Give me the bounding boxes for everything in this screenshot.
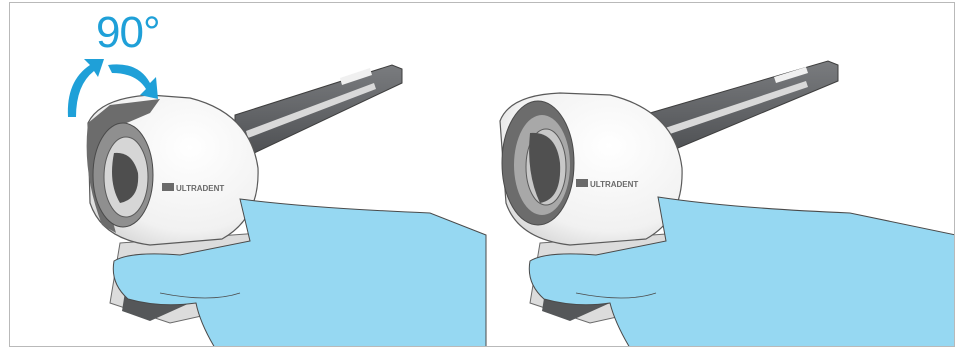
right-device-illustration: ULTRADENT xyxy=(500,61,955,347)
illustration-frame: 90° xyxy=(9,2,955,347)
rotate-arrow-icon xyxy=(68,59,104,117)
left-device-illustration: ULTRADENT xyxy=(68,59,486,347)
rotate-arrow-icon xyxy=(108,64,158,99)
illustration-svg: ULTRADENT ULTRADENT xyxy=(10,3,955,347)
left-brand-logo-icon xyxy=(162,183,174,191)
right-brand-text: ULTRADENT xyxy=(590,180,638,189)
left-brand-text: ULTRADENT xyxy=(176,184,224,193)
right-brand-logo-icon xyxy=(576,179,588,187)
